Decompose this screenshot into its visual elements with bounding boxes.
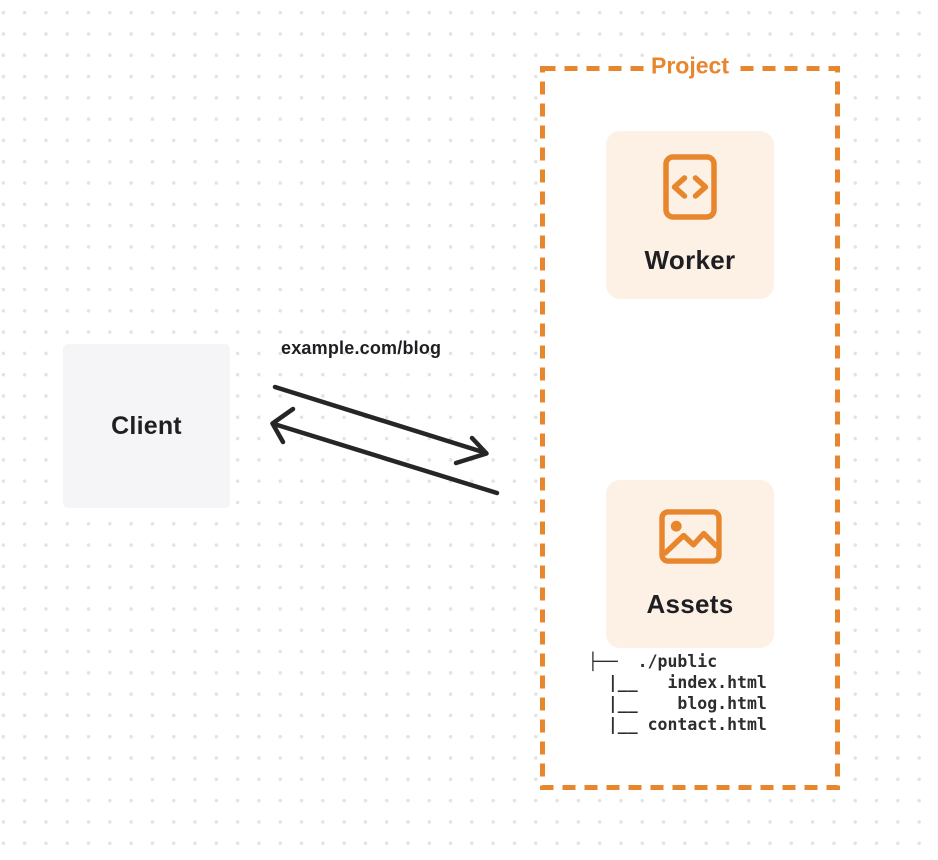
project-box: Project Worker Assets ├── ./public |__ i… bbox=[540, 51, 840, 790]
response-arrow bbox=[270, 406, 500, 496]
assets-card: Assets bbox=[606, 480, 774, 648]
request-url-label: example.com/blog bbox=[281, 338, 442, 358]
project-title: Project bbox=[644, 51, 736, 81]
code-file-icon bbox=[663, 154, 717, 220]
request-arrow bbox=[272, 384, 489, 466]
image-icon bbox=[658, 508, 722, 564]
assets-label: Assets bbox=[646, 588, 734, 619]
client-box: Client bbox=[63, 344, 230, 508]
client-label: Client bbox=[111, 411, 182, 440]
worker-card: Worker bbox=[606, 131, 774, 299]
assets-file-tree: ├── ./public |__ index.html |__ blog.htm… bbox=[588, 652, 767, 734]
worker-label: Worker bbox=[644, 245, 736, 275]
